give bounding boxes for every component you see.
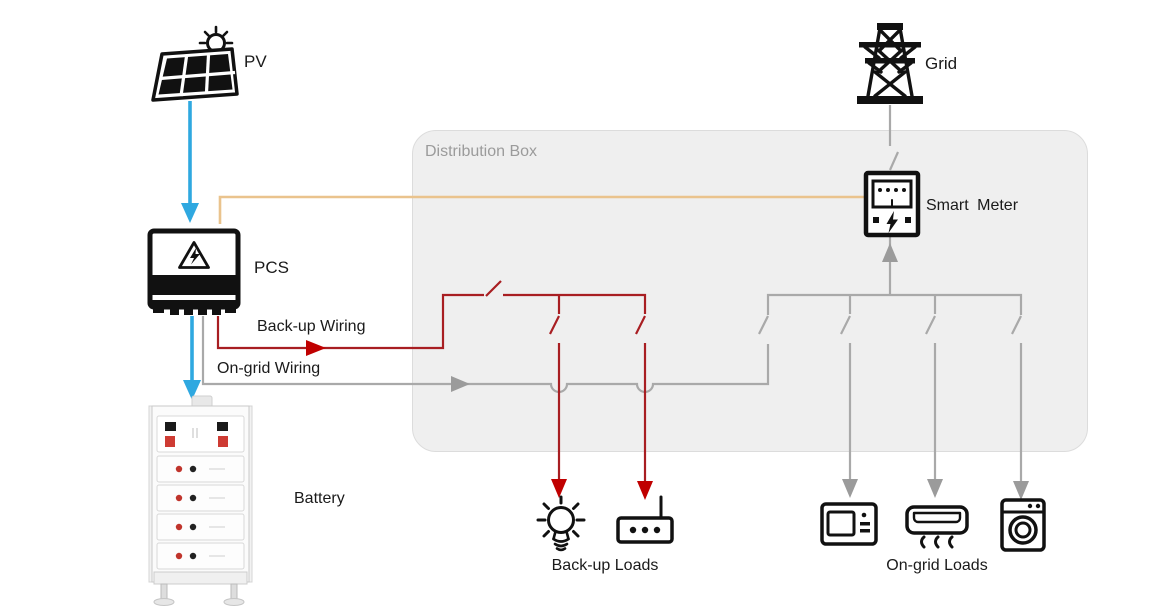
- smart-meter-icon: [863, 170, 921, 238]
- light-bulb-icon: [536, 495, 586, 552]
- right-arrowhead: [451, 376, 470, 392]
- grid-meter-switch-blade: [888, 151, 900, 171]
- pcs-feet: [153, 307, 236, 315]
- vent: [912, 511, 962, 524]
- down-arrowhead: [927, 479, 943, 498]
- pcs-to-battery-arrow: [183, 316, 201, 400]
- pcs-label: PCS: [254, 258, 289, 277]
- drum: [1008, 515, 1038, 545]
- air-conditioner-icon: [905, 505, 969, 549]
- backup-wiring-path: [216, 280, 653, 500]
- down-arrowhead: [183, 380, 201, 400]
- pcs-to-meter-signal-wire: [218, 195, 865, 224]
- bulb-rays: [536, 495, 586, 538]
- smart-meter-label: Smart Meter: [926, 197, 1019, 214]
- pcs-icon: [147, 228, 241, 315]
- pv-to-pcs-arrow: [181, 101, 199, 223]
- pv-label: PV: [244, 52, 267, 71]
- ongrid-wiring-path: [201, 316, 770, 394]
- distribution-box: [412, 130, 1088, 452]
- battery-control-module: [156, 415, 245, 453]
- grid-label: Grid: [925, 54, 958, 73]
- battery-label: Battery: [294, 490, 345, 507]
- down-arrowhead: [181, 203, 199, 223]
- down-arrowhead: [551, 479, 567, 498]
- ongrid-wiring-label: On-grid Wiring: [217, 360, 321, 377]
- down-arrowhead: [1013, 481, 1029, 500]
- washing-machine-icon: [1000, 498, 1046, 552]
- right-arrowhead: [306, 340, 326, 356]
- breaker-blade-4: [1011, 315, 1022, 335]
- backup-wiring-label: Back-up Wiring: [257, 318, 366, 335]
- heat-waves: [920, 535, 954, 549]
- backup-breaker-blade-1: [549, 315, 560, 335]
- breaker-blade-1: [758, 315, 769, 335]
- backup-loads-label: Back-up Loads: [551, 557, 659, 574]
- down-arrowhead: [842, 479, 858, 498]
- up-arrowhead: [882, 243, 898, 262]
- ongrid-loads-label: On-grid Loads: [886, 557, 988, 574]
- meter-display-dots: [878, 188, 906, 192]
- warning-triangle-icon: [178, 241, 210, 269]
- grid-to-meter-wire: [888, 105, 900, 171]
- down-arrowhead: [637, 481, 653, 500]
- pv-icon: [151, 25, 239, 102]
- bolt-glyph: [886, 211, 898, 233]
- distribution-box-label: Distribution Box: [425, 143, 538, 160]
- breaker-blade-2: [840, 315, 851, 335]
- backup-breaker-blade-2: [635, 315, 646, 335]
- grid-icon: [857, 23, 923, 104]
- bulb-base: [552, 530, 570, 552]
- breaker-blade-3: [925, 315, 936, 335]
- backup-main-switch-blade: [485, 280, 502, 297]
- battery-icon: [148, 395, 253, 606]
- router-icon: [616, 495, 674, 544]
- ongrid-bus: [758, 293, 1029, 500]
- battery-feet: [153, 583, 245, 606]
- meter-to-bus-wire: [882, 237, 898, 295]
- solar-panel: [151, 47, 239, 102]
- battery-modules: [156, 455, 245, 570]
- microwave-icon: [820, 502, 878, 546]
